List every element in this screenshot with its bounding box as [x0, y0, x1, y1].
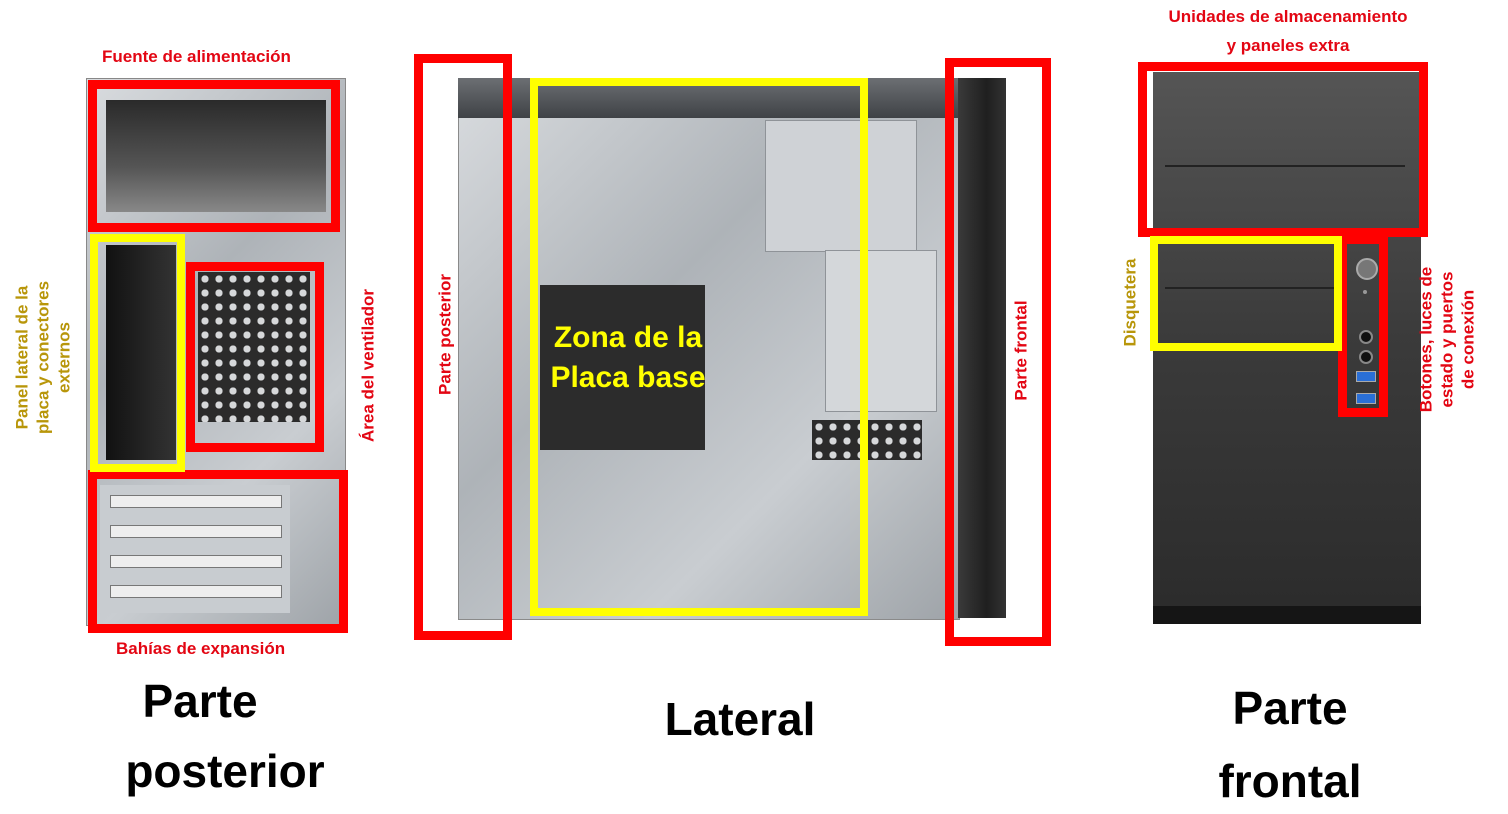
fan-grille	[198, 272, 310, 422]
front-bezel-side	[958, 78, 1006, 618]
usb-port-icon	[1356, 393, 1376, 404]
io-panel-box	[90, 234, 185, 472]
label-psu: Fuente de alimentación	[102, 47, 291, 66]
label-front: Parte frontal	[1011, 300, 1031, 401]
title-back-line1: Parte	[142, 675, 258, 727]
label-floppy: Disquetera	[1120, 258, 1140, 347]
label-fan: Área del ventilador	[358, 288, 378, 443]
front-box	[945, 58, 1051, 646]
expansion-plate	[100, 485, 290, 613]
io-opening	[106, 245, 176, 460]
label-side-panel: Panel lateral de la placa y conectores e…	[12, 280, 74, 435]
label-rear: Parte posterior	[435, 274, 455, 395]
power-button-icon	[1356, 258, 1378, 280]
floppy-box	[1150, 236, 1342, 351]
bay-divider-2	[1165, 287, 1335, 289]
drive-bays	[825, 250, 937, 412]
storage-box	[1138, 62, 1428, 237]
fan-box	[186, 262, 324, 452]
label-storage: Unidades de almacenamiento y paneles ext…	[1168, 7, 1408, 55]
mobo-box	[530, 78, 868, 616]
mic-jack-icon	[1359, 350, 1373, 364]
title-front-line2: frontal	[1218, 755, 1362, 807]
title-back-line2: posterior	[125, 745, 325, 797]
label-buttons: Botones, luces de estado y puertos de co…	[1416, 266, 1478, 413]
title-side: Lateral	[664, 693, 816, 745]
front-bottom-foot	[1153, 606, 1421, 624]
title-front-line1: Parte	[1232, 682, 1348, 734]
psu-opening	[106, 100, 326, 212]
audio-jack-icon	[1359, 330, 1373, 344]
drive-cage	[765, 120, 917, 252]
expansion-box	[88, 470, 348, 633]
psu-box	[88, 80, 340, 232]
usb-port-icon	[1356, 371, 1376, 382]
buttons-box	[1338, 235, 1388, 417]
rear-box	[414, 54, 512, 640]
bay-divider-1	[1165, 165, 1405, 167]
label-mobo: Zona de la Placa base	[550, 321, 706, 394]
led-icon	[1363, 290, 1367, 294]
label-expansion: Bahías de expansión	[116, 639, 286, 658]
mobo-cutout	[540, 285, 705, 450]
